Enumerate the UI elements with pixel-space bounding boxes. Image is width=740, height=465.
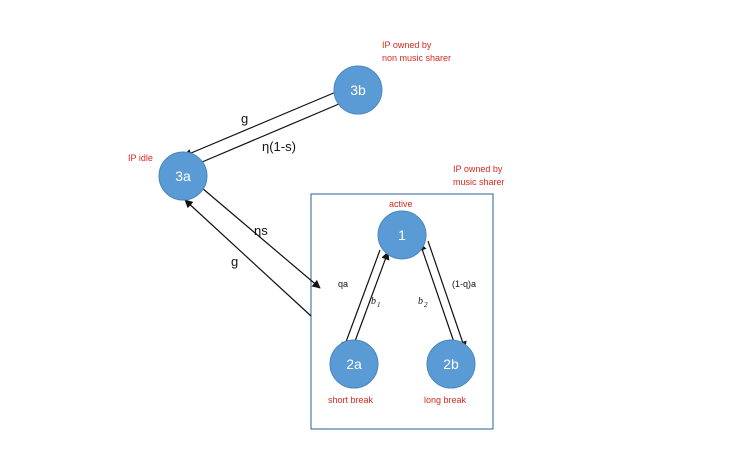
note-short-break: short break: [328, 395, 374, 405]
edge-label-b2-sub: 2: [424, 301, 428, 309]
node-2b: 2b: [426, 339, 476, 389]
edge-label-b2-base: b: [418, 296, 423, 307]
node-3b-label: 3b: [350, 82, 366, 98]
edge-label-b2: b 2: [418, 296, 428, 309]
node-1-label: 1: [398, 227, 406, 243]
edge-label-one-minus-q-a: (1-q)a: [452, 279, 476, 289]
node-2b-label: 2b: [443, 356, 459, 372]
edge-label-eta-s: ηs: [254, 223, 268, 238]
node-3b: 3b: [333, 65, 383, 115]
note-ip-non-sharer-line2: non music sharer: [382, 53, 451, 63]
edge-2b-to-1: [418, 242, 458, 352]
edge-label-eta-one-minus-s: η(1-s): [262, 139, 296, 154]
note-long-break: long break: [424, 395, 467, 405]
node-3a: 3a: [158, 151, 208, 201]
edge-label-b1: b 1: [371, 296, 381, 309]
node-1: 1: [377, 210, 427, 260]
edge-1-to-2a: [341, 249, 381, 351]
note-ip-idle: IP idle: [128, 153, 153, 163]
node-3a-label: 3a: [175, 168, 191, 184]
edge-2a-to-1: [350, 251, 390, 353]
note-active: active: [389, 199, 413, 209]
edge-label-g-top: g: [241, 111, 248, 126]
edge-3a-to-3b: [194, 100, 347, 166]
note-ip-sharer-line2: music sharer: [453, 177, 505, 187]
note-ip-non-sharer-line1: IP owned by: [382, 40, 432, 50]
node-2a: 2a: [329, 339, 379, 389]
edge-3b-to-3a: [183, 91, 337, 157]
edge-label-g-bottom: g: [231, 254, 238, 269]
edge-label-b1-sub: 1: [377, 301, 381, 309]
edge-1-to-2b: [427, 240, 467, 350]
note-ip-sharer-line1: IP owned by: [453, 164, 503, 174]
node-2a-label: 2a: [346, 356, 362, 372]
edge-box-to-3a: [184, 199, 312, 317]
edge-3a-to-box: [201, 187, 321, 289]
edge-label-qa: qa: [338, 279, 348, 289]
music-sharer-box: [310, 193, 494, 430]
edge-label-b1-base: b: [371, 296, 376, 307]
